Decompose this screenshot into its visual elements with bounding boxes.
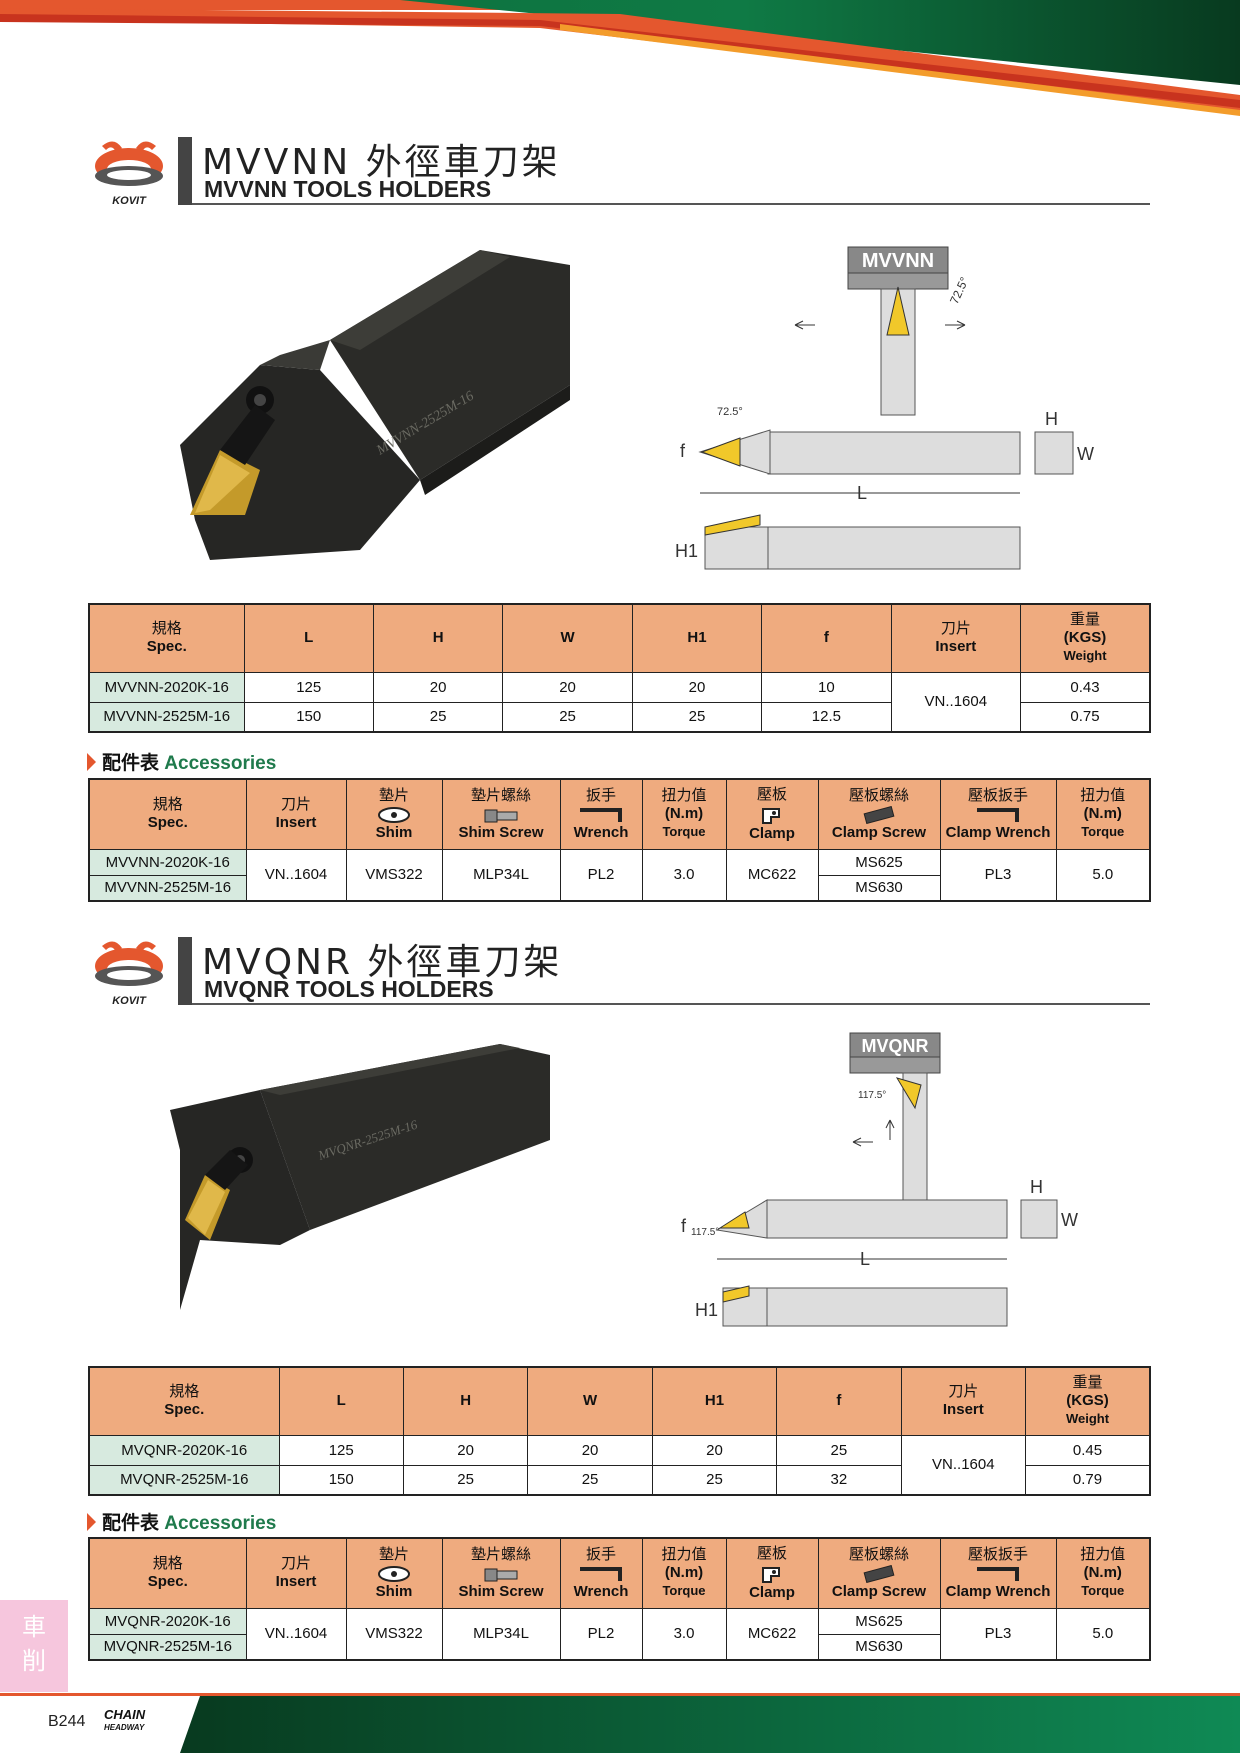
dim-l: L — [860, 1249, 870, 1269]
kovit-logo: KOVIT — [95, 941, 163, 1007]
wrench-icon — [580, 807, 622, 822]
section2-title-en: MVQNR TOOLS HOLDERS — [204, 976, 494, 1002]
footer-stripe — [0, 1693, 1240, 1753]
dim-w: W — [1061, 1210, 1078, 1230]
clamp-screw-icon — [863, 805, 895, 824]
col-h: H — [372, 603, 504, 673]
arrow-icon — [87, 753, 96, 771]
clamp-screw-icon — [863, 1564, 895, 1583]
clamp-wrench-icon — [977, 807, 1019, 822]
section2-title-cn: MVQNR 外徑車刀架 — [202, 942, 563, 983]
dim-l: L — [857, 483, 867, 503]
section-tab-turning: 車 削 — [0, 1600, 68, 1692]
table-row: MVQNR-2525M-16 MS630 — [88, 1633, 1150, 1661]
title-bar — [178, 937, 192, 1005]
title-rule — [192, 203, 1150, 205]
table-row: MVVNN-2020K-16 125 20 20 20 10 VN..1604 … — [88, 671, 1151, 733]
shim-icon — [378, 806, 410, 823]
shim-icon — [378, 1565, 410, 1582]
dim-h: H — [1030, 1177, 1043, 1197]
arrow-icon — [87, 1513, 96, 1531]
dim-f: f — [681, 1216, 687, 1236]
diagram-label: MVQNR — [862, 1036, 929, 1056]
angle-side: 72.5° — [717, 406, 743, 418]
logo-text: KOVIT — [112, 195, 147, 207]
col-weight: 重量(KGS)Weight — [1020, 603, 1151, 673]
accessories-heading: 配件表 Accessories — [87, 748, 276, 775]
tool-holder-diagram: MVQNR 117.5° 117.5° H W L f H1 — [681, 1032, 1078, 1327]
table-row: MVQNR-2020K-16 VN..1604 VMS322 MLP34L PL… — [88, 1607, 1151, 1661]
angle-side: 117.5° — [691, 1227, 719, 1238]
angle-top: 72.5° — [947, 275, 972, 307]
col-l: L — [243, 603, 374, 673]
section1-title-cn: MVVNN 外徑車刀架 — [202, 142, 561, 183]
dim-w: W — [1077, 444, 1094, 464]
clamp-icon — [762, 1566, 780, 1583]
title-rule — [192, 1003, 1150, 1005]
header-stripe — [0, 0, 1240, 116]
table-row: MVVNN-2525M-16 MS630 — [88, 874, 1150, 902]
shim-screw-icon — [484, 1568, 518, 1582]
clamp-wrench-icon — [977, 1566, 1019, 1581]
col-h1: H1 — [631, 603, 763, 673]
table-row: MVQNR-2020K-16 125 20 20 20 25 VN..1604 … — [88, 1434, 1151, 1496]
shim-screw-icon — [484, 809, 518, 823]
tool-holder-photo: MVVNN-2525M-16 — [180, 250, 570, 560]
title-bar — [178, 137, 192, 205]
section1-title-en: MVVNN TOOLS HOLDERS — [204, 176, 492, 202]
table-row: MVVNN-2020K-16 VN..1604 VMS322 MLP34L PL… — [88, 848, 1151, 902]
dim-h1: H1 — [695, 1300, 718, 1320]
dim-f: f — [680, 441, 686, 461]
diagram-label: MVVNN — [862, 250, 934, 272]
dim-h: H — [1045, 409, 1058, 429]
page-number: B244 — [48, 1713, 86, 1730]
col-w: W — [502, 603, 633, 673]
logo-text: KOVIT — [112, 995, 147, 1007]
wrench-icon — [580, 1566, 622, 1581]
angle-top: 117.5° — [858, 1090, 886, 1101]
tool-holder-photo: MVQNR-2525M-16 — [170, 1044, 550, 1310]
table-row: MVVNN-2525M-16 150 25 25 25 12.5 0.75 — [88, 701, 1151, 733]
dim-h1: H1 — [675, 541, 698, 561]
kovit-logo: KOVIT — [95, 141, 163, 207]
tool-holder-diagram: MVVNN 72.5° 72.5° H W L f H1 — [675, 246, 1094, 570]
table-row: MVQNR-2525M-16 150 25 25 25 32 0.79 — [88, 1464, 1151, 1496]
clamp-icon — [762, 807, 780, 824]
col-f: f — [761, 603, 892, 673]
accessories-heading: 配件表 Accessories — [87, 1508, 276, 1535]
